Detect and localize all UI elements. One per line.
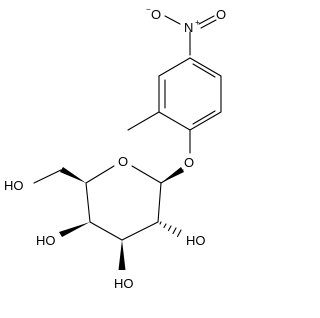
benzene-ring	[158, 57, 222, 131]
bond-c2-c1	[157, 182, 162, 223]
wedge-c3-oh	[118, 240, 126, 270]
atom-nitro-o: O	[216, 7, 226, 22]
nitro-bonds	[164, 15, 217, 56]
methyl-bond	[127, 111, 160, 131]
atom-c3-oh: HO	[114, 276, 134, 291]
bond-ring-o-c5	[85, 165, 115, 184]
bond-n-o-double-b	[200, 19, 217, 29]
wedge-c1-o	[161, 167, 184, 183]
ring-inner-bond-2	[192, 110, 216, 125]
pyranose-ring	[85, 165, 162, 241]
wedge-c4-oh	[59, 222, 90, 237]
charge-minus: −	[146, 5, 151, 14]
bond-c3-c2	[121, 221, 159, 241]
atom-aryl-ether-o: O	[184, 155, 194, 170]
atom-c2-oh: HO	[186, 233, 206, 248]
bond-o-n	[164, 15, 181, 25]
bond-c5-c4	[85, 182, 91, 223]
bond-c1-ring-o	[131, 165, 162, 184]
charge-plus: +	[195, 18, 200, 27]
hash-c2-oh	[159, 221, 182, 238]
bond-n-o-double-a	[198, 15, 215, 25]
molecular-structure: O − N + O O O HO HO HO HO	[4, 5, 226, 291]
atom-ring-o: O	[118, 154, 128, 169]
atom-ch2oh: HO	[4, 178, 24, 193]
ring-inner-bond-3	[192, 63, 216, 78]
ring-bond-1	[158, 57, 191, 77]
atom-c4-oh: HO	[36, 233, 56, 248]
wedge-c5-ch2	[60, 167, 86, 183]
ring-bond-6	[189, 57, 222, 77]
stereo-bonds	[59, 167, 184, 270]
atom-nitro-o-minus: O	[151, 7, 161, 22]
ring-bond-3	[158, 111, 191, 131]
bond-ch2-oh	[33, 169, 62, 184]
atom-nitro-n: N	[184, 20, 193, 35]
bond-c4-c3	[89, 221, 123, 241]
ring-bond-4	[189, 111, 222, 131]
